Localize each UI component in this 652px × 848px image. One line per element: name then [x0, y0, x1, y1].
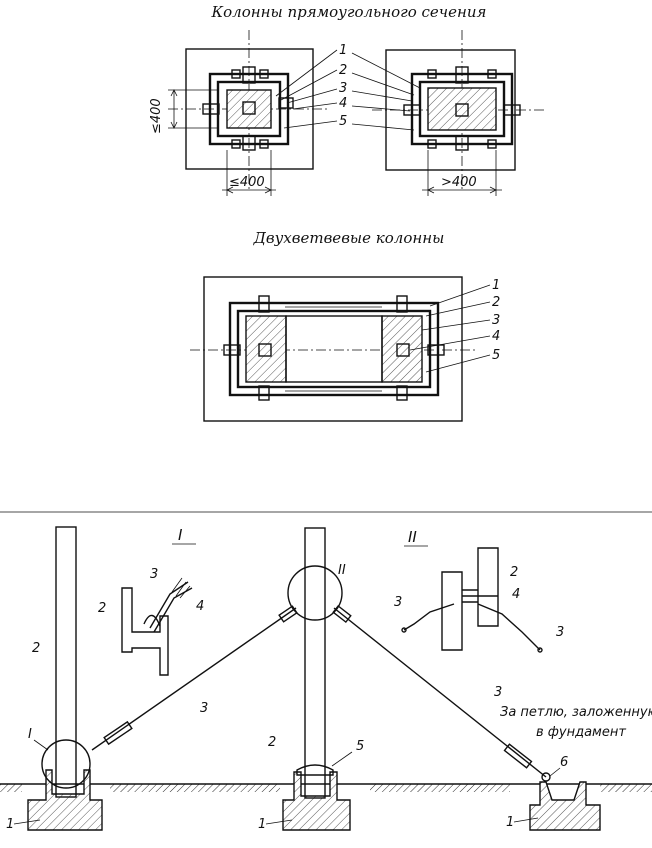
label-2-detailI: 2 — [98, 601, 106, 616]
label-3-left-cable: 3 — [200, 701, 208, 716]
detail-I-title: I — [178, 526, 183, 544]
label-2-detailII: 2 — [510, 565, 518, 580]
dim-le400-horizontal: ≤400 — [229, 175, 265, 190]
label-1-left-foundation: 1 — [6, 817, 14, 832]
detail-II-title: II — [408, 528, 417, 546]
dim-le400-vertical: ≤400 — [149, 98, 164, 134]
label-3-detailI: 3 — [150, 567, 158, 582]
label-II-marker: II — [338, 563, 346, 578]
label-1-right-foundation: 1 — [506, 815, 514, 830]
callout-1-mid: 1 — [492, 278, 500, 293]
label-4-detailI: 4 — [196, 599, 204, 614]
label-5-middle: 5 — [356, 739, 364, 754]
ground-note-line1: За петлю, заложенную — [500, 705, 652, 720]
guyed-columns-elevation — [0, 526, 652, 831]
label-4-detailII: 4 — [512, 587, 520, 602]
callouts-two-branch — [409, 284, 491, 373]
label-6-right: 6 — [560, 755, 568, 770]
label-3-detailII-right: 3 — [556, 625, 564, 640]
callout-3-top: 3 — [339, 81, 347, 96]
label-I-marker: I — [28, 727, 32, 742]
label-2-left-column: 2 — [32, 641, 40, 656]
caption-rect-columns: Колонны прямоугольного сечения — [211, 3, 487, 21]
rect-column-small-plan — [168, 30, 330, 196]
caption-two-branch-columns: Двухветвевые колонны — [253, 229, 445, 247]
callout-4-top: 4 — [339, 96, 347, 111]
label-3-detailII-left: 3 — [394, 595, 402, 610]
callout-1-top: 1 — [339, 43, 347, 58]
dim-gt400: >400 — [441, 175, 477, 190]
rect-column-large-plan — [372, 30, 545, 196]
callout-2-top: 2 — [339, 63, 347, 78]
callout-3-mid: 3 — [492, 313, 500, 328]
callout-5-top: 5 — [339, 114, 347, 129]
label-3-right-cable: 3 — [494, 685, 502, 700]
label-1-middle-foundation: 1 — [258, 817, 266, 832]
ground-note-line2: в фундамент — [536, 725, 626, 740]
callout-5-mid: 5 — [492, 348, 500, 363]
label-2-middle-column: 2 — [268, 735, 276, 750]
callout-4-mid: 4 — [492, 329, 500, 344]
callouts-rect-left — [275, 49, 338, 129]
callout-2-mid: 2 — [492, 295, 500, 310]
two-branch-column-plan — [190, 276, 478, 422]
